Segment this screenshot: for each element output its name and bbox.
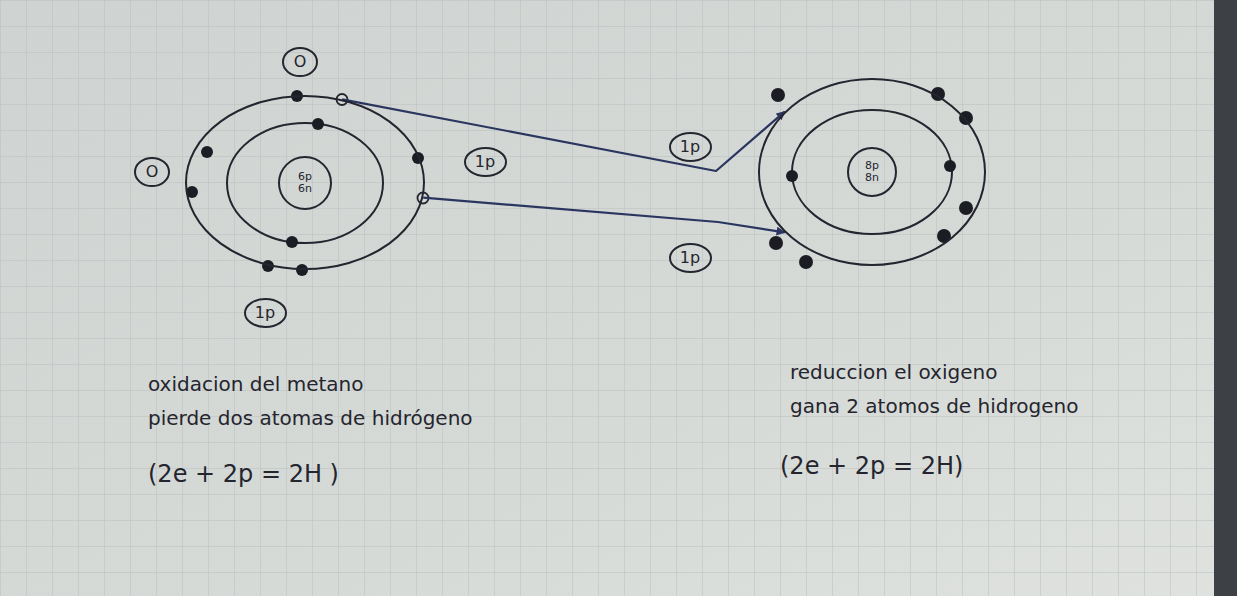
inner-orbit — [227, 123, 383, 243]
handwritten-note: oxidacion del metano — [148, 372, 364, 396]
ellipse-outline — [135, 158, 169, 186]
ellipse-outline — [670, 244, 711, 272]
nucleus — [848, 148, 896, 196]
circled-label: 1p — [669, 243, 712, 273]
ellipse-outline — [283, 48, 317, 76]
circle-text: 1p — [475, 153, 495, 171]
ellipse-outline — [186, 96, 424, 269]
circle-text: 1p — [680, 249, 700, 267]
circled-label: O — [282, 47, 318, 77]
equation-note: (2e + 2p = 2H ) — [148, 460, 339, 488]
handwritten-note: gana 2 atomos de hidrogeno — [790, 394, 1078, 418]
handwritten-note: pierde dos atomas de hidrógeno — [148, 406, 473, 430]
nucleus-label: 6p 6n — [294, 171, 316, 194]
circle-text: 1p — [680, 138, 700, 156]
electron-transfer-arrow — [342, 99, 785, 171]
ellipse-outline — [465, 148, 506, 176]
equation-note: (2e + 2p = 2H) — [780, 452, 963, 480]
circle-text: O — [146, 163, 159, 181]
inner-orbit — [792, 110, 952, 234]
circled-label: O — [134, 157, 170, 187]
handwritten-note: reduccion el oxigeno — [790, 360, 997, 384]
circled-label: 1p — [464, 147, 507, 177]
nucleus — [279, 157, 331, 209]
circled-label: 1p — [669, 132, 712, 162]
atom-orbit: 6p 6n — [185, 95, 425, 270]
electrons — [186, 90, 424, 276]
ellipse-outline — [245, 299, 286, 327]
circle-text: O — [294, 53, 307, 71]
ellipse-outline — [759, 79, 985, 265]
atom-orbit: 8p 8n — [758, 78, 986, 266]
circle-text: 1p — [255, 304, 275, 322]
page-edge — [1214, 0, 1237, 596]
ellipse-outline — [670, 133, 711, 161]
electron-transfer-arrow — [423, 198, 785, 233]
nucleus-label: 8p 8n — [861, 160, 883, 183]
electrons — [769, 87, 973, 269]
circled-label: 1p — [244, 298, 287, 328]
